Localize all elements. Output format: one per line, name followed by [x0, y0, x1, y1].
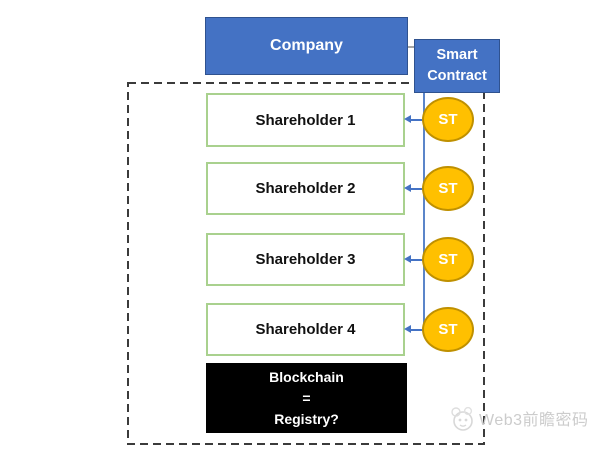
- security-token-3: ST: [422, 237, 474, 282]
- blockchain-registry-box: Blockchain = Registry?: [206, 363, 407, 433]
- shareholder-1-box: Shareholder 1: [206, 93, 405, 147]
- security-token-2: ST: [422, 166, 474, 211]
- shareholder-2-box: Shareholder 2: [206, 162, 405, 215]
- smart-contract-label: Smart Contract: [427, 46, 487, 84]
- security-token-3-label: ST: [438, 251, 458, 268]
- company-label: Company: [270, 37, 343, 54]
- blockchain-line: Blockchain: [269, 368, 344, 385]
- shareholder-3-box: Shareholder 3: [206, 233, 405, 286]
- security-token-4: ST: [422, 307, 474, 352]
- shareholder-4-box: Shareholder 4: [206, 303, 405, 356]
- smart-contract-box: Smart Contract: [414, 39, 500, 93]
- watermark-logo-icon: [451, 406, 473, 431]
- token-chain-line: [423, 93, 425, 330]
- shareholder-3-label: Shareholder 3: [255, 251, 356, 268]
- equals-line: =: [302, 389, 311, 406]
- shareholder-4-label: Shareholder 4: [255, 321, 356, 338]
- token-arrow-3: [404, 255, 423, 264]
- security-token-2-label: ST: [438, 180, 458, 197]
- watermark: Web3前瞻密码: [447, 401, 589, 435]
- company-box: Company: [205, 17, 408, 75]
- registry-line: Registry?: [274, 410, 339, 427]
- security-token-1: ST: [422, 97, 474, 142]
- token-arrow-2: [404, 184, 423, 193]
- security-token-4-label: ST: [438, 321, 458, 338]
- shareholder-2-label: Shareholder 2: [255, 180, 356, 197]
- token-arrow-4: [404, 325, 423, 334]
- company-smartcontract-connector: [406, 46, 415, 48]
- token-arrow-1: [404, 115, 423, 124]
- watermark-text: Web3前瞻密码: [479, 412, 589, 429]
- security-token-1-label: ST: [438, 111, 458, 128]
- shareholder-1-label: Shareholder 1: [255, 111, 356, 129]
